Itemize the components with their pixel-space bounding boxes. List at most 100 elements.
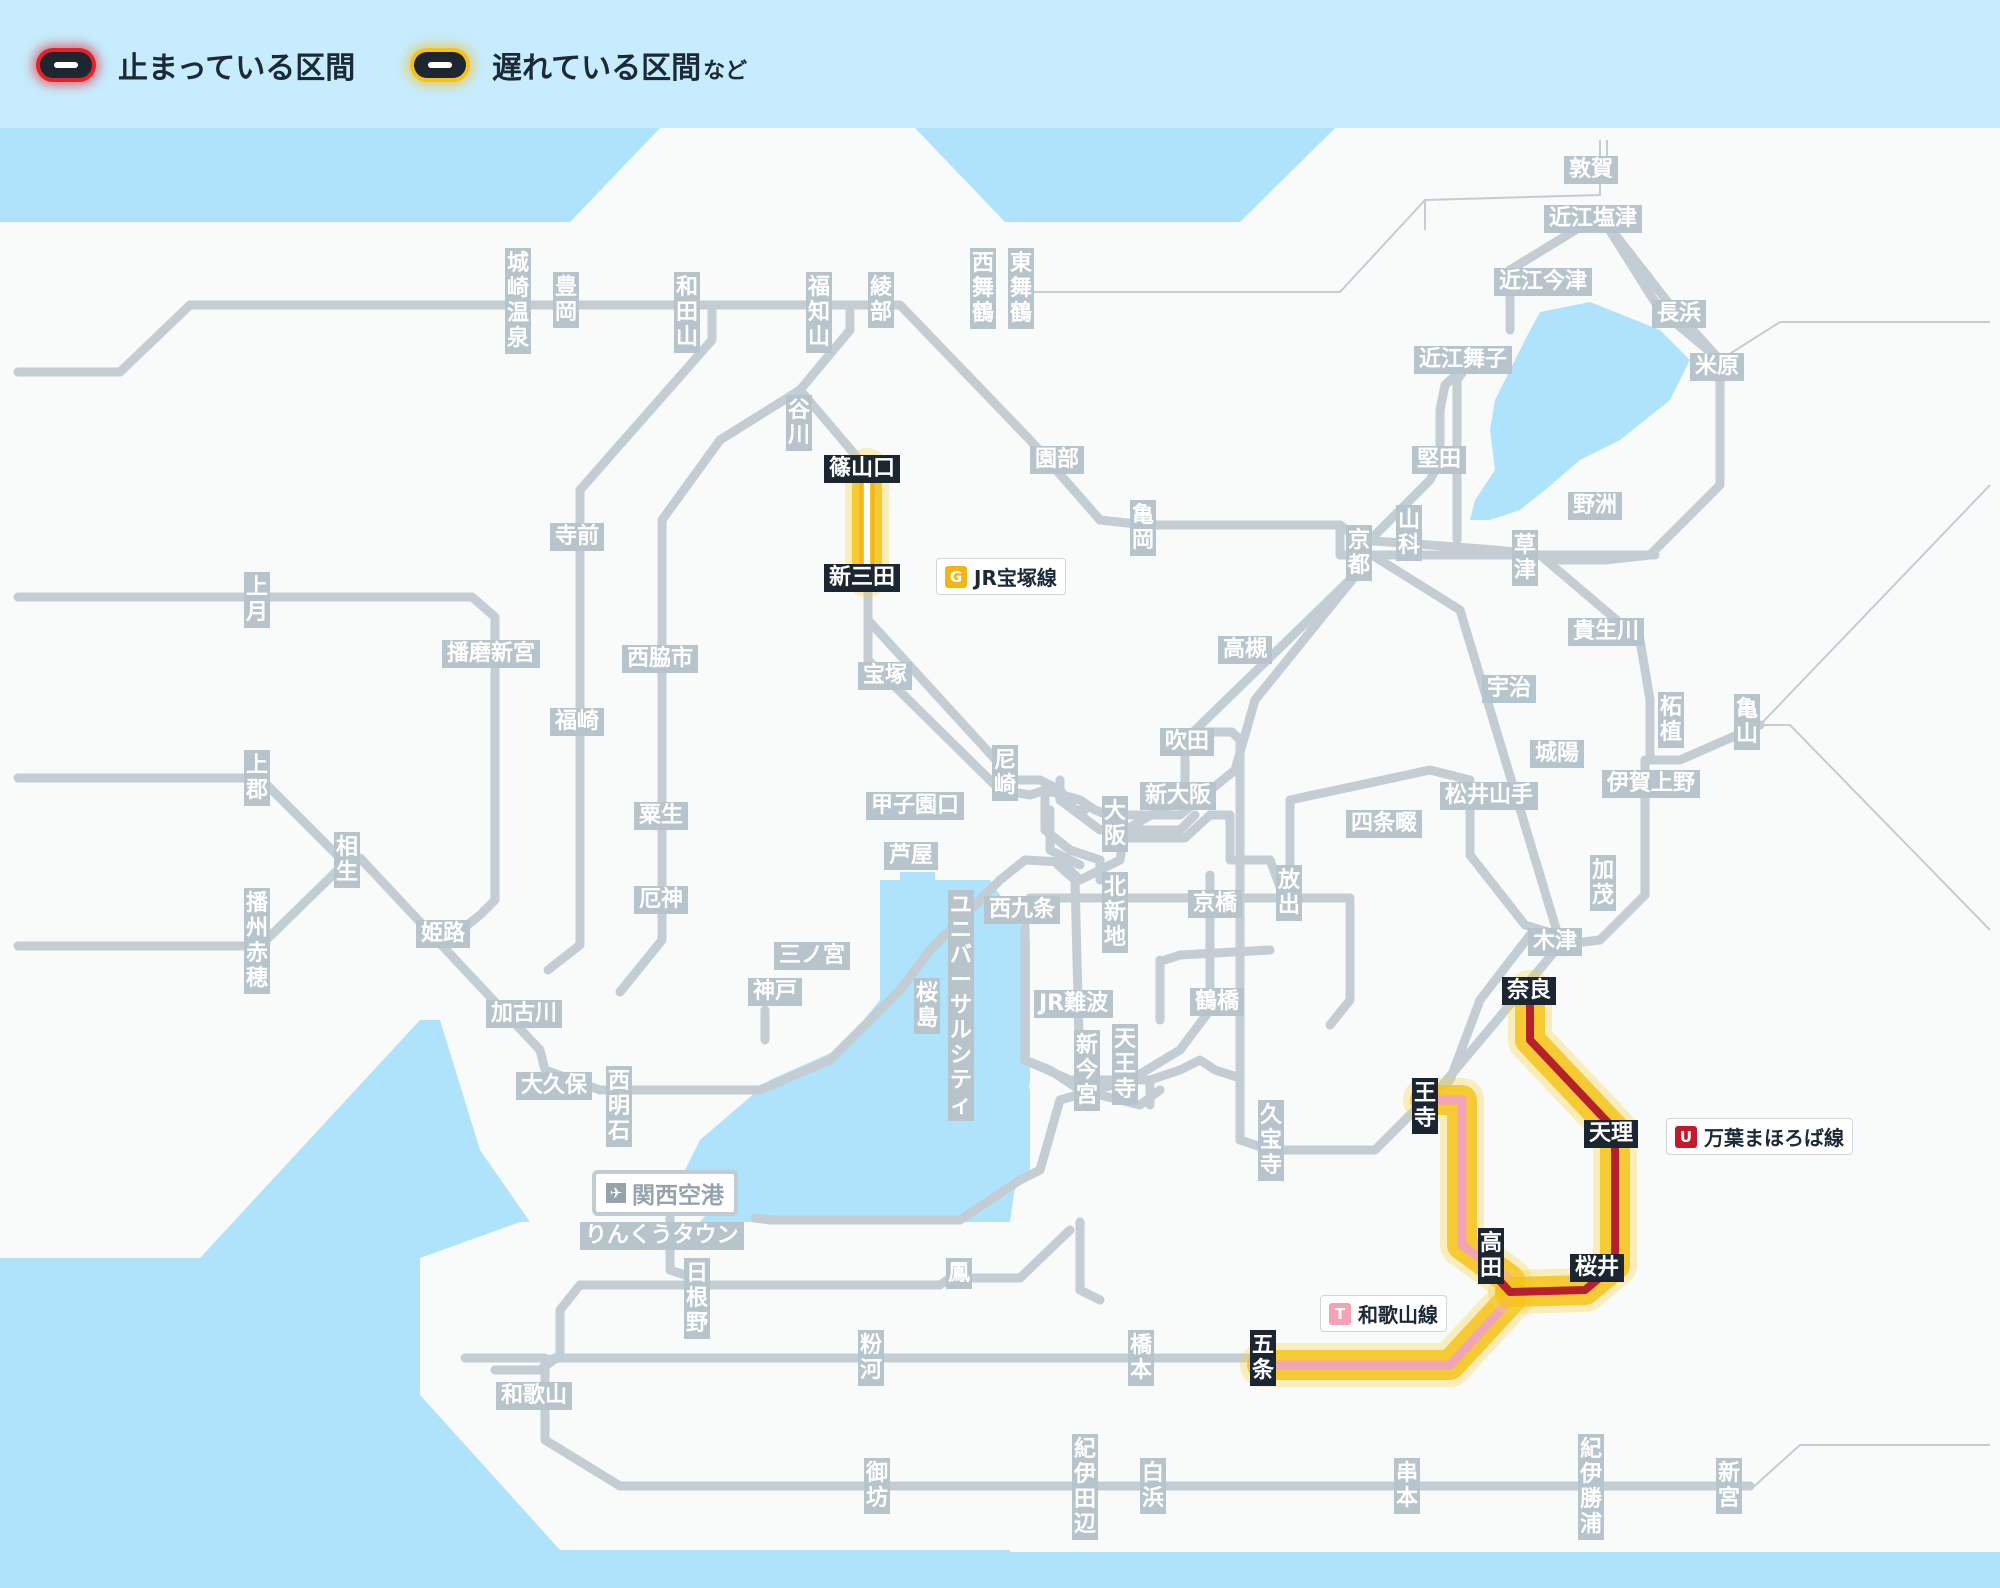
- station-gojo[interactable]: 五条: [1250, 1330, 1276, 1386]
- station-himeji[interactable]: 姫路: [416, 920, 471, 948]
- station-ao[interactable]: 粟生: [634, 802, 689, 830]
- station-ayabe[interactable]: 綾部: [868, 272, 894, 328]
- station-yasu[interactable]: 野洲: [1568, 492, 1623, 520]
- osaka-bay: [680, 872, 1030, 1222]
- station-sakurajima[interactable]: 桜島: [914, 978, 940, 1034]
- line-badge-manyo[interactable]: U 万葉まほろば線: [1666, 1118, 1853, 1155]
- station-iga-ueno[interactable]: 伊賀上野: [1602, 770, 1701, 798]
- station-kizu[interactable]: 木津: [1528, 928, 1583, 956]
- station-tenri[interactable]: 天理: [1584, 1120, 1639, 1148]
- station-tsuruhashi[interactable]: 鶴橋: [1190, 988, 1245, 1016]
- station-uji[interactable]: 宇治: [1482, 675, 1537, 703]
- station-kyuhoji[interactable]: 久宝寺: [1258, 1100, 1284, 1181]
- line-code-t-icon: T: [1329, 1302, 1351, 1325]
- station-yakujin[interactable]: 厄神: [634, 886, 689, 914]
- station-hanaten[interactable]: 放出: [1276, 865, 1302, 921]
- station-kamigori[interactable]: 上郡: [244, 750, 270, 806]
- station-omi-shiotsu[interactable]: 近江塩津: [1544, 205, 1643, 233]
- station-teramae[interactable]: 寺前: [550, 523, 605, 551]
- station-shijonawate[interactable]: 四条畷: [1346, 810, 1423, 838]
- station-takada[interactable]: 高田: [1478, 1228, 1504, 1284]
- station-kakogawa[interactable]: 加古川: [486, 1000, 563, 1028]
- station-nishi-akashi[interactable]: 西明石: [606, 1066, 632, 1147]
- station-fukuchiyama[interactable]: 福知山: [806, 272, 832, 353]
- station-kameoka[interactable]: 亀岡: [1130, 500, 1156, 556]
- station-omi-imazu[interactable]: 近江今津: [1494, 268, 1593, 296]
- station-nara[interactable]: 奈良: [1502, 977, 1557, 1005]
- station-aioi[interactable]: 相生: [334, 832, 360, 888]
- station-hashimoto[interactable]: 橋本: [1128, 1330, 1154, 1386]
- station-matsuiyamate[interactable]: 松井山手: [1440, 782, 1539, 810]
- station-nishiwakishi[interactable]: 西脇市: [622, 645, 699, 673]
- station-shinsanda[interactable]: 新三田: [824, 564, 901, 592]
- station-universal-city[interactable]: ユニバーサルシティ: [948, 890, 974, 1121]
- station-fukusaki[interactable]: 福崎: [550, 708, 605, 736]
- line-badge-takarazuka[interactable]: G JR宝塚線: [936, 558, 1066, 595]
- station-kamo[interactable]: 加茂: [1590, 855, 1616, 911]
- station-kyobashi[interactable]: 京橋: [1188, 890, 1243, 918]
- station-katata[interactable]: 堅田: [1412, 446, 1467, 474]
- station-takarazuka[interactable]: 宝塚: [858, 662, 913, 690]
- station-koshienguchi[interactable]: 甲子園口: [866, 792, 965, 820]
- station-rinku-town[interactable]: りんくうタウン: [580, 1222, 744, 1250]
- station-kibukawa[interactable]: 貴生川: [1568, 618, 1645, 646]
- station-wakayama[interactable]: 和歌山: [496, 1382, 573, 1410]
- station-yamashina[interactable]: 山科: [1396, 505, 1422, 561]
- station-kameyama-mie[interactable]: 亀山: [1734, 694, 1760, 750]
- line-name-takarazuka: JR宝塚線: [974, 566, 1057, 590]
- station-sakurai[interactable]: 桜井: [1570, 1254, 1625, 1282]
- station-kyoto[interactable]: 京都: [1346, 525, 1372, 581]
- station-oji[interactable]: 王寺: [1412, 1078, 1438, 1134]
- line-badge-wakayama[interactable]: T 和歌山線: [1320, 1295, 1447, 1332]
- station-jr-namba[interactable]: JR難波: [1034, 990, 1114, 1018]
- station-kozuki[interactable]: 上月: [244, 572, 270, 628]
- station-osaka[interactable]: 大阪: [1102, 796, 1128, 852]
- station-harima-shingu[interactable]: 播磨新宮: [442, 640, 541, 668]
- station-joyo[interactable]: 城陽: [1530, 740, 1585, 768]
- station-omi-maiko[interactable]: 近江舞子: [1414, 346, 1513, 374]
- station-banshu-ako[interactable]: 播州赤穂: [244, 888, 270, 994]
- station-maibara[interactable]: 米原: [1690, 353, 1745, 381]
- legend-stopped: 止まっている区間: [40, 40, 355, 90]
- station-shingu[interactable]: 新宮: [1716, 1458, 1742, 1514]
- station-shin-imamiya[interactable]: 新今宮: [1074, 1030, 1100, 1111]
- legend-bar: 止まっている区間 遅れている区間 など: [0, 0, 2000, 128]
- station-sonobe[interactable]: 園部: [1030, 446, 1085, 474]
- station-kobe[interactable]: 神戸: [748, 978, 803, 1006]
- station-amagasaki[interactable]: 尼崎: [992, 745, 1018, 801]
- station-kii-katsuura[interactable]: 紀伊勝浦: [1578, 1434, 1604, 1540]
- station-takatsuki[interactable]: 高槻: [1218, 636, 1273, 664]
- station-tennoji[interactable]: 天王寺: [1112, 1024, 1138, 1105]
- airplane-icon: ✈: [606, 1183, 626, 1203]
- station-kii-tanabe[interactable]: 紀伊田辺: [1072, 1434, 1098, 1540]
- station-higashi-maizuru[interactable]: 東舞鶴: [1008, 248, 1034, 329]
- station-kitashinchi[interactable]: 北新地: [1102, 872, 1128, 953]
- station-wadayama[interactable]: 和田山: [674, 272, 700, 353]
- line-name-wakayama: 和歌山線: [1358, 1303, 1438, 1327]
- station-gobo[interactable]: 御坊: [864, 1458, 890, 1514]
- station-suita[interactable]: 吹田: [1160, 728, 1215, 756]
- station-kushimoto[interactable]: 串本: [1394, 1458, 1420, 1514]
- station-toyooka[interactable]: 豊岡: [553, 272, 579, 328]
- station-otori[interactable]: 鳳: [946, 1258, 972, 1289]
- station-sannomiya[interactable]: 三ノ宮: [774, 942, 851, 970]
- station-tsuge[interactable]: 柘植: [1658, 692, 1684, 748]
- kansai-airport-label[interactable]: ✈ 関西空港: [592, 1170, 738, 1216]
- station-tsuruga[interactable]: 敦賀: [1564, 156, 1619, 184]
- station-shirahama[interactable]: 白浜: [1140, 1458, 1166, 1514]
- station-kinosaki-onsen[interactable]: 城崎温泉: [505, 248, 531, 354]
- station-tanikawa[interactable]: 谷川: [786, 395, 812, 451]
- station-hineno[interactable]: 日根野: [684, 1258, 710, 1339]
- station-kusatsu[interactable]: 草津: [1512, 530, 1538, 586]
- station-nagahama[interactable]: 長浜: [1652, 300, 1707, 328]
- station-shin-osaka[interactable]: 新大阪: [1140, 782, 1217, 810]
- airport-name: 関西空港: [632, 1183, 724, 1209]
- station-okubo[interactable]: 大久保: [516, 1072, 593, 1100]
- station-nishikujo[interactable]: 西九条: [984, 896, 1061, 924]
- station-ashiya[interactable]: 芦屋: [884, 842, 939, 870]
- station-sasayamaguchi[interactable]: 篠山口: [824, 455, 901, 483]
- delay-section-takarazuka[interactable]: [845, 448, 889, 597]
- station-nishi-maizuru[interactable]: 西舞鶴: [970, 248, 996, 329]
- station-kokawa[interactable]: 粉河: [858, 1330, 884, 1386]
